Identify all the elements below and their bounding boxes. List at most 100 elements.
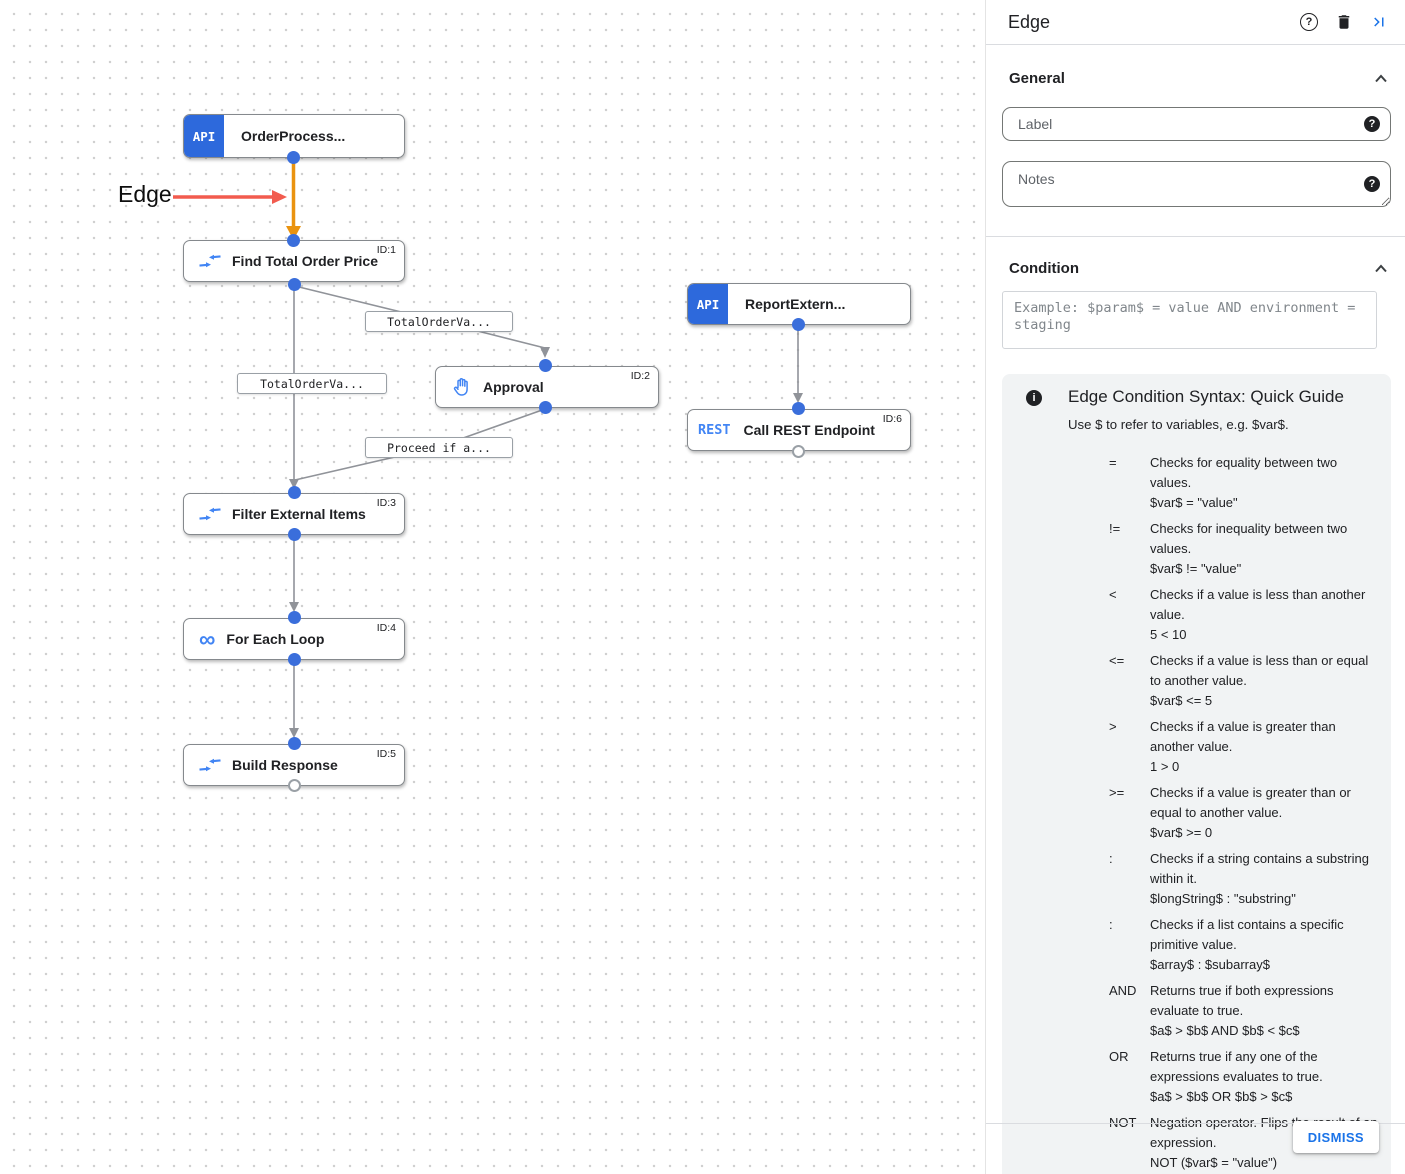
connection-port-open[interactable] [287,779,301,792]
section-general-header[interactable]: General [1009,70,1388,87]
node-label: For Each Loop [226,631,325,647]
guide-intro: Use $ to refer to variables, e.g. $var$. [1068,417,1289,432]
connection-port[interactable] [287,611,301,624]
node-id-badge: ID:5 [376,748,396,760]
guide-operator: != [1109,521,1121,536]
chevron-up-icon[interactable] [1374,74,1388,83]
guide-description: Checks for equality between two values.$… [1150,455,1338,510]
guide-description: Checks if a list contains a specific pri… [1150,917,1344,972]
node-order-process-trigger[interactable]: API OrderProcess... [183,114,405,158]
rest-icon: REST [698,422,731,438]
guide-operator: > [1109,719,1117,734]
data-mapping-icon [199,252,221,270]
condition-input[interactable] [1002,291,1377,349]
node-filter-external-items[interactable]: Filter External Items ID:3 [183,493,405,535]
edges-layer [173,158,803,738]
node-label: OrderProcess... [241,128,346,144]
notes-help-icon[interactable]: ? [1364,176,1380,192]
guide-operator: <= [1109,653,1125,668]
connection-port[interactable] [538,401,552,414]
edge-properties-panel: Edge ? General [986,0,1405,1174]
connection-port[interactable] [287,486,301,499]
node-id-badge: ID:1 [376,244,396,256]
guide-row: AND Returns true if both expressions eval… [1109,981,1379,1041]
notes-input[interactable] [1002,161,1391,207]
guide-row: != Checks for inequality between two valu… [1109,519,1379,579]
guide-row: >= Checks if a value is greater than or e… [1109,783,1379,843]
edge-label-proceed-if[interactable]: Proceed if a... [365,437,513,458]
guide-description: Checks if a value is less than another v… [1150,587,1366,642]
connection-port[interactable] [287,528,301,541]
section-condition-title: Condition [1009,260,1079,277]
guide-row: : Checks if a list contains a specific pr… [1109,915,1379,975]
guide-operator: >= [1109,785,1125,800]
edge-selected[interactable] [286,158,301,240]
data-mapping-icon [199,756,221,774]
delete-icon[interactable] [1335,13,1353,31]
section-general-title: General [1009,70,1065,87]
guide-description: Checks for inequality between two values… [1150,521,1348,576]
panel-header: Edge ? [986,0,1405,45]
guide-row: = Checks for equality between two values.… [1109,453,1379,513]
edge-label-total-order-right[interactable]: TotalOrderVa... [365,311,513,332]
collapse-panel-icon[interactable] [1370,13,1388,31]
guide-description: Returns true if both expressions evaluat… [1150,983,1334,1038]
node-id-badge: ID:3 [376,497,396,509]
node-label: Build Response [232,757,338,773]
connection-port[interactable] [287,151,300,164]
node-label: Find Total Order Price [232,253,378,269]
guide-operator: = [1109,455,1117,470]
guide-operator: < [1109,587,1117,602]
guide-description: Checks if a value is less than or equal … [1150,653,1369,708]
info-icon: i [1026,390,1042,406]
panel-title: Edge [1008,11,1051,32]
node-call-rest-endpoint[interactable]: REST Call REST Endpoint ID:6 [687,409,911,451]
node-label: Call REST Endpoint [743,422,875,438]
edge-annotation-label: Edge [118,181,172,207]
edge-label-total-order-left[interactable]: TotalOrderVa... [237,373,387,394]
panel-footer: DISMISS [986,1121,1405,1153]
dismiss-button[interactable]: DISMISS [1292,1121,1379,1153]
node-id-badge: ID:2 [630,370,650,382]
condition-syntax-guide: i Edge Condition Syntax: Quick Guide Use… [1002,374,1391,1174]
node-report-external-trigger[interactable]: API ReportExtern... [687,283,911,325]
connection-port[interactable] [287,278,301,291]
label-input[interactable] [1002,107,1391,141]
connection-port[interactable] [287,234,300,247]
guide-description: Checks if a value is greater than or equ… [1150,785,1351,840]
help-icon[interactable]: ? [1300,13,1318,31]
guide-operator: : [1109,851,1113,866]
connection-port[interactable] [791,402,805,415]
guide-description: Returns true if any one of the expressio… [1150,1049,1323,1104]
guide-operator: : [1109,917,1113,932]
connection-port[interactable] [287,737,301,750]
connection-port[interactable] [538,359,552,372]
connection-port[interactable] [287,653,301,666]
node-id-badge: ID:6 [882,413,902,425]
approval-hand-icon [451,377,472,398]
guide-operator: OR [1109,1049,1129,1064]
node-id-badge: ID:4 [376,622,396,634]
label-help-icon[interactable]: ? [1364,116,1380,132]
guide-operator: NOT [1109,1115,1137,1130]
section-condition-header[interactable]: Condition [1009,260,1388,277]
api-trigger-icon: API [184,115,224,157]
guide-operator: AND [1109,983,1137,998]
chevron-up-icon[interactable] [1374,264,1388,273]
guide-description: Checks if a value is greater than anothe… [1150,719,1336,774]
guide-row: < Checks if a value is less than another … [1109,585,1379,645]
annotation-arrow [173,190,287,204]
flow-canvas[interactable]: Edge API OrderProcess... Find Total Orde… [0,0,986,1174]
guide-title: Edge Condition Syntax: Quick Guide [1068,387,1344,406]
guide-row: <= Checks if a value is less than or equa… [1109,651,1379,711]
connection-port[interactable] [791,318,805,331]
node-for-each-loop[interactable]: ∞ For Each Loop ID:4 [183,618,405,660]
data-mapping-icon [199,505,221,523]
guide-row: :Checks if a string contains a substring… [1109,849,1379,909]
divider [986,236,1405,237]
guide-row: > Checks if a value is greater than anoth… [1109,717,1379,777]
connection-port-open[interactable] [791,445,805,458]
node-find-total-order-price[interactable]: Find Total Order Price ID:1 [183,240,405,282]
guide-rows: = Checks for equality between two values.… [1109,453,1379,1173]
